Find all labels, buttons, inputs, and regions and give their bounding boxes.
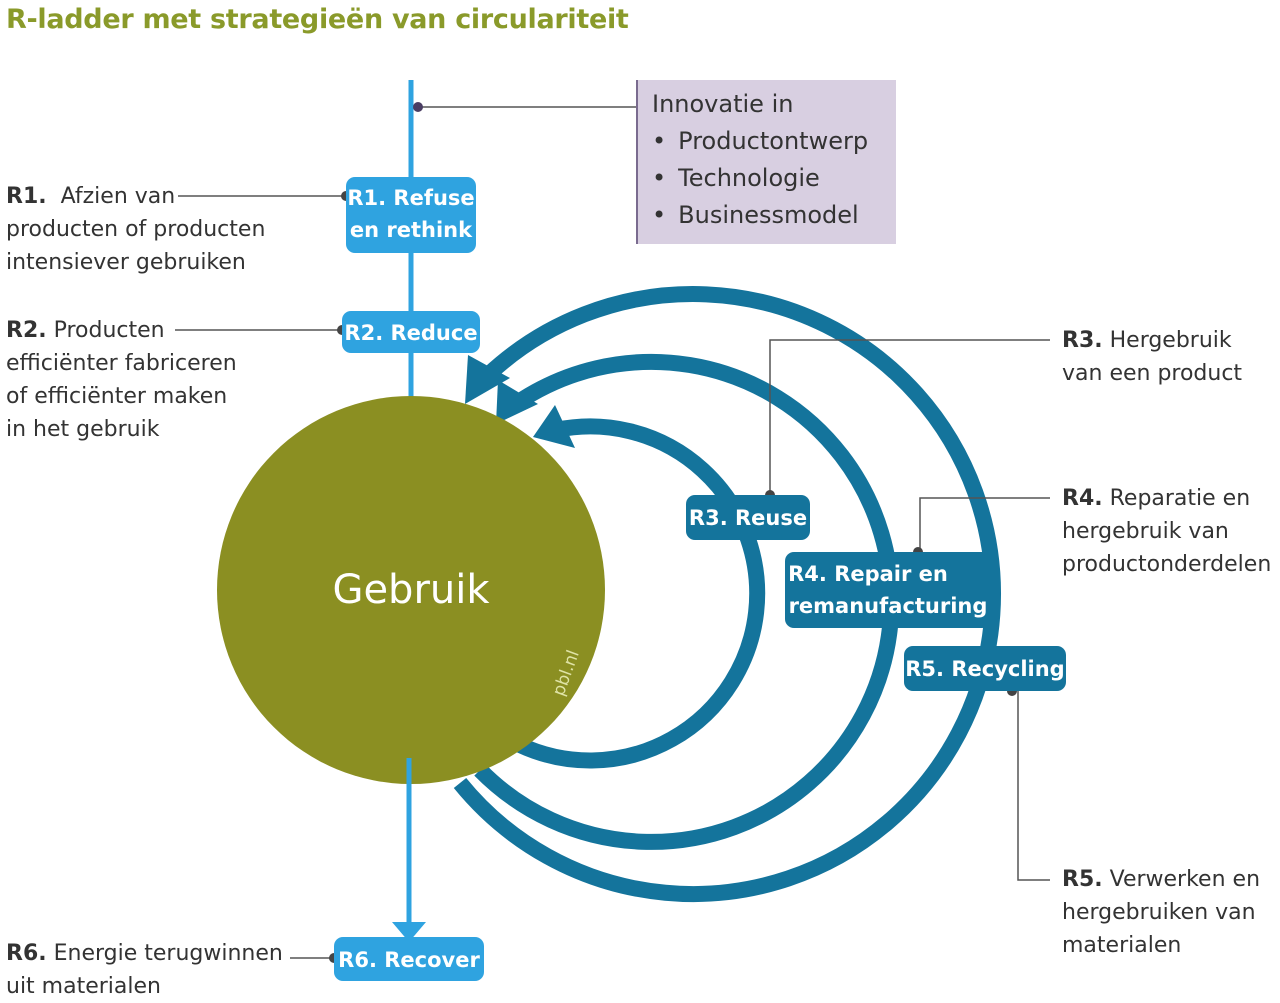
loop-r4-arrowhead	[496, 380, 538, 424]
desc-r3-code: R3.	[1062, 328, 1103, 353]
innovation-heading: Innovatie in	[652, 90, 794, 118]
box-r4: R4. Repair en remanufacturing	[785, 552, 991, 628]
loop-r3-arrowhead	[533, 405, 575, 448]
desc-r6-code: R6.	[6, 941, 47, 966]
box-r5: R5. Recycling	[904, 646, 1066, 691]
svg-text:en rethink: en rethink	[350, 218, 473, 242]
use-label: Gebruik	[332, 567, 490, 613]
leader-lines	[175, 195, 1050, 959]
svg-text:R4. Repair en: R4. Repair en	[788, 562, 948, 586]
box-r1: R1. Refuse en rethink	[346, 177, 476, 253]
desc-r2: R2. Producten efficiënter fabriceren of …	[6, 318, 237, 442]
svg-text:R5. Recycling: R5. Recycling	[905, 657, 1064, 681]
loop-r5	[453, 286, 1001, 902]
svg-text:remanufacturing: remanufacturing	[789, 594, 988, 618]
desc-r1: R1. Afzien van producten of producten in…	[6, 184, 266, 275]
loop-r5-arrowhead	[465, 355, 510, 404]
desc-r6: R6. Energie terugwinnen uit materialen	[6, 941, 283, 999]
use-circle	[217, 396, 605, 784]
diagram-title: R-ladder met strategieën van circularite…	[6, 4, 629, 35]
desc-r4: R4. Reparatie en hergebruik van producto…	[1062, 486, 1272, 577]
svg-text:R2. Reduce: R2. Reduce	[344, 321, 477, 345]
innovation-box: Innovatie in Productontwerp Technologie …	[636, 80, 896, 244]
box-r2: R2. Reduce	[342, 311, 480, 353]
desc-r1-code: R1.	[6, 184, 47, 209]
innovation-item: Technologie	[652, 160, 896, 197]
innovation-connector-dot	[413, 102, 423, 112]
desc-r3: R3. Hergebruik van een product	[1062, 328, 1243, 386]
desc-r4-code: R4.	[1062, 486, 1103, 511]
innovation-item: Businessmodel	[652, 197, 896, 234]
svg-text:R1. Refuse: R1. Refuse	[347, 186, 474, 210]
box-r3: R3. Reuse	[686, 495, 810, 540]
desc-r2-code: R2.	[6, 318, 47, 343]
svg-text:R6. Recover: R6. Recover	[338, 948, 480, 972]
innovation-list: Productontwerp Technologie Businessmodel	[652, 123, 896, 234]
box-r6: R6. Recover	[334, 937, 484, 981]
svg-text:R3. Reuse: R3. Reuse	[689, 506, 807, 530]
desc-r5-code: R5.	[1062, 867, 1103, 892]
loop-r3	[516, 405, 766, 769]
desc-r5: R5. Verwerken en hergebruiken van materi…	[1062, 867, 1261, 958]
innovation-item: Productontwerp	[652, 123, 896, 160]
flow-arrow-to-recover	[392, 922, 426, 942]
